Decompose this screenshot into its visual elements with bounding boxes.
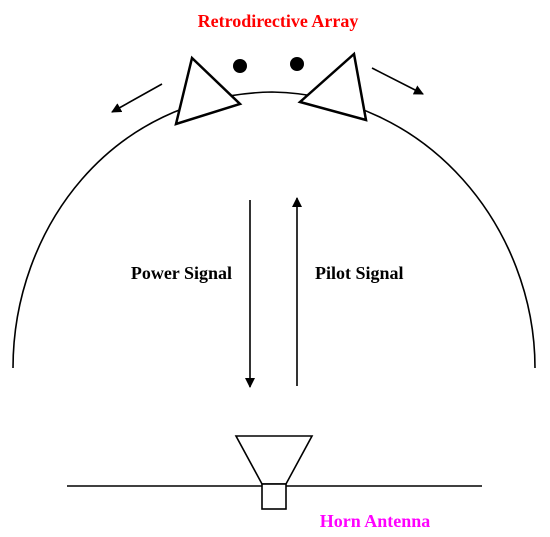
- horn-antenna-flare: [234, 435, 314, 485]
- array-element-left: [174, 55, 243, 126]
- array-dot-right: [290, 57, 304, 71]
- dome-arc: [12, 91, 536, 369]
- horn-antenna-feed: [261, 483, 287, 510]
- horn-antenna-label: Horn Antenna: [320, 511, 431, 531]
- array-dot-left: [233, 59, 247, 73]
- pilot-signal-label: Pilot Signal: [315, 263, 404, 283]
- array-element-right: [297, 51, 368, 122]
- rotation-arrow-right: [371, 67, 424, 95]
- retrodirective-array-label: Retrodirective Array: [198, 11, 359, 31]
- rotation-arrow-left: [111, 83, 163, 113]
- power-signal-label: Power Signal: [131, 263, 232, 283]
